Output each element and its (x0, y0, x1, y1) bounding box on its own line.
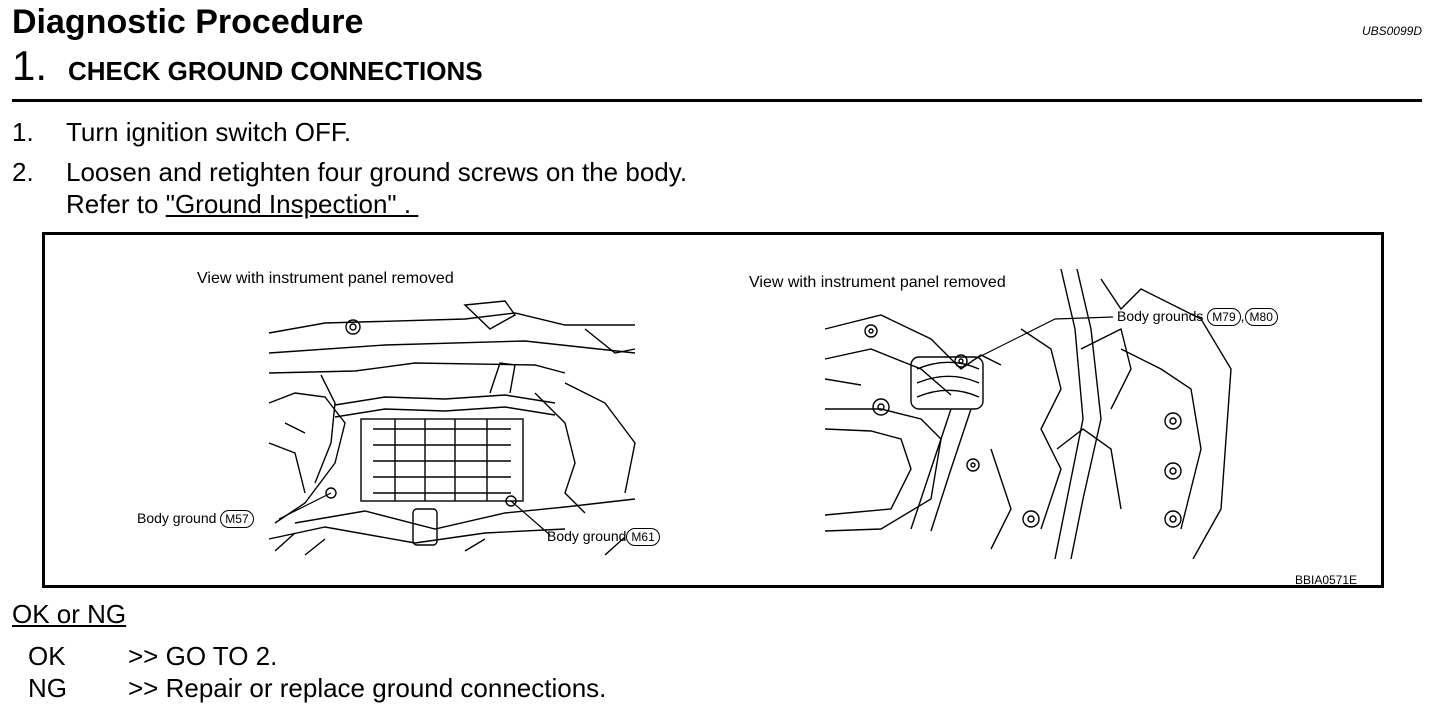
figure-id: BBIA0571E (1295, 573, 1358, 587)
instruction-2-number: 2. (12, 157, 34, 187)
callout-label: Body grounds (1117, 308, 1204, 324)
connector-m80: M80 (1244, 308, 1278, 326)
document-id: UBS0099D (1361, 24, 1422, 38)
instruction-1-number: 1. (12, 117, 34, 147)
instruction-2-text: Loosen and retighten four ground screws … (66, 157, 688, 187)
connector-m79: M79 (1207, 308, 1241, 326)
step-title: CHECK GROUND CONNECTIONS (68, 56, 483, 86)
instruction-1-text: Turn ignition switch OFF. (66, 117, 352, 147)
result-heading: OK or NG (12, 599, 127, 629)
page-title: Diagnostic Procedure (12, 3, 364, 41)
left-illustration (268, 300, 636, 556)
result-ok-code: OK (28, 641, 66, 671)
illustration-frame: View with instrument panel removed View … (42, 232, 1384, 588)
callout-label: Body ground (137, 510, 217, 526)
step-number: 1. (12, 42, 48, 89)
header-divider (12, 99, 1422, 102)
result-ok-action[interactable]: >> GO TO 2. (128, 641, 278, 671)
ground-inspection-link[interactable]: "Ground Inspection" . (165, 189, 419, 219)
reference-line: Refer to "Ground Inspection" . (66, 188, 418, 220)
connector-separator: , (1240, 308, 1245, 324)
result-ng-action: >> Repair or replace ground connections. (128, 673, 607, 703)
callout-body-ground-m57: Body ground M57 (137, 509, 254, 528)
left-view-label: View with instrument panel removed (197, 270, 454, 287)
right-illustration (824, 269, 1232, 559)
callout-leader-lines (278, 316, 1114, 536)
reference-prefix: Refer to (66, 189, 166, 219)
callout-body-grounds-m79-m80: Body grounds M79,M80 (1117, 307, 1278, 326)
right-view-label: View with instrument panel removed (749, 274, 1006, 291)
result-ng-code: NG (28, 673, 67, 703)
callout-label: Body ground (547, 528, 627, 544)
connector-m61: M61 (626, 528, 660, 546)
connector-m57: M57 (220, 510, 254, 528)
